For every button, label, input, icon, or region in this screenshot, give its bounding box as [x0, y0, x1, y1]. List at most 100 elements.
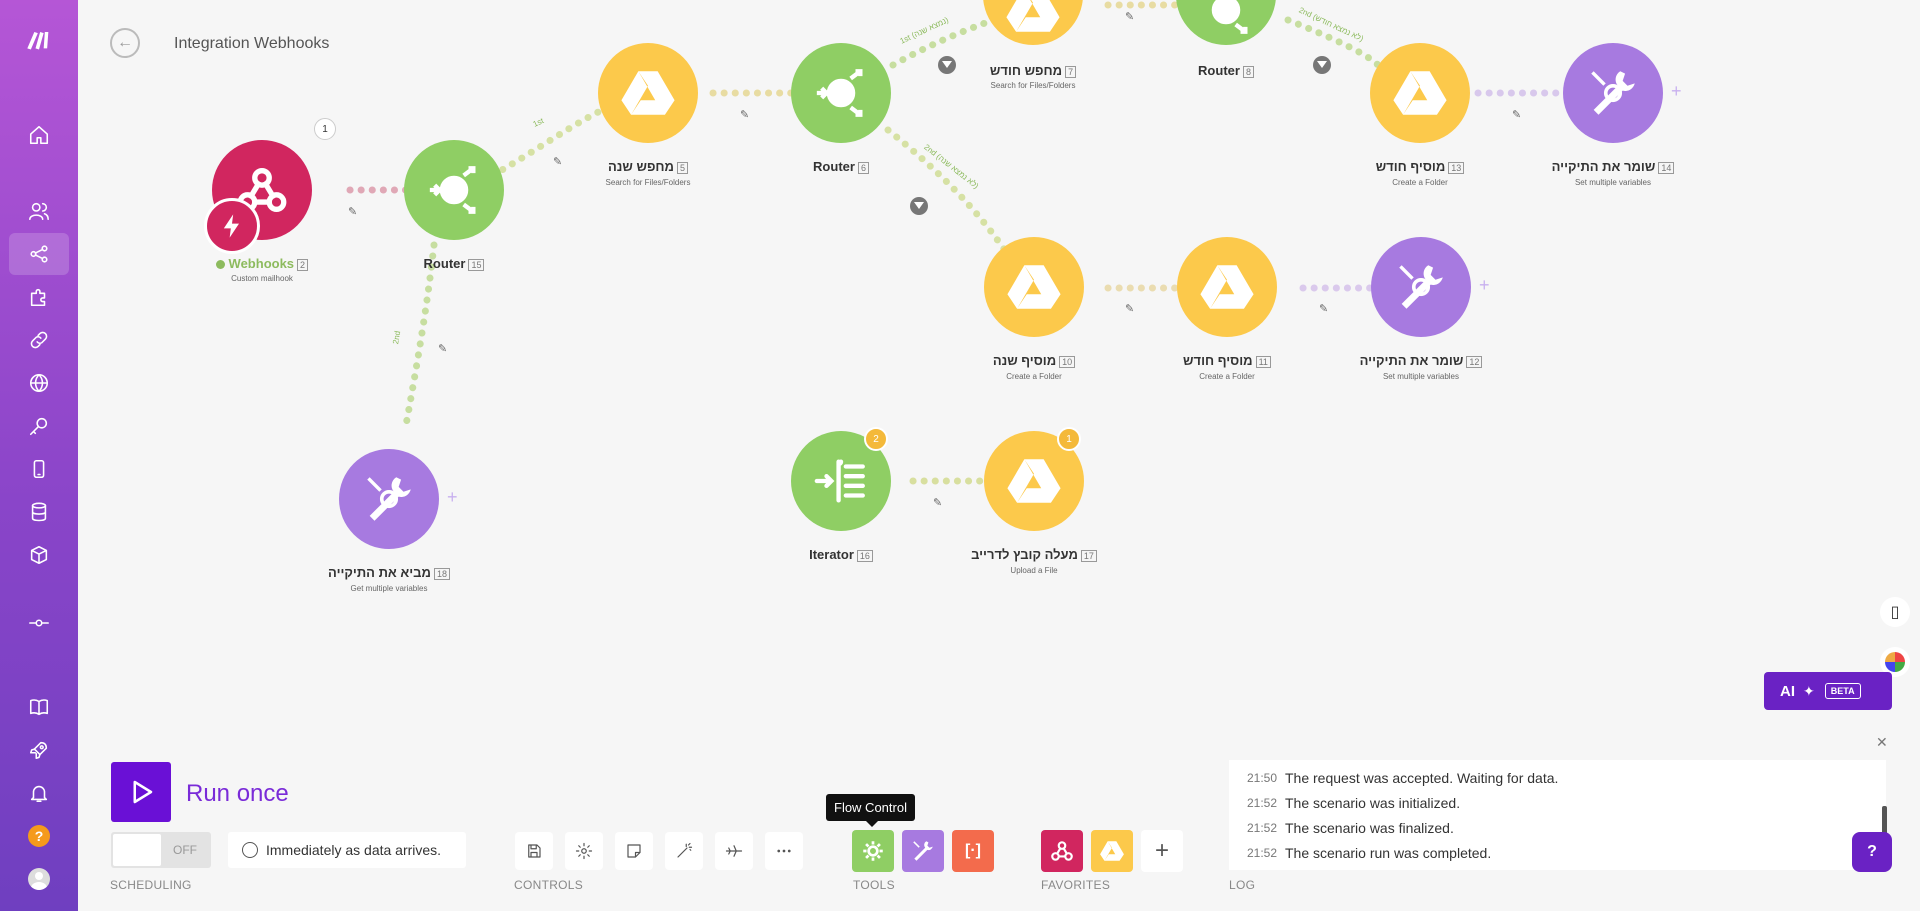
close-log-icon[interactable]: ✕	[1876, 734, 1888, 750]
auto-align-button[interactable]	[665, 832, 703, 870]
ai-label: AI	[1780, 682, 1795, 700]
share-icon[interactable]	[9, 233, 69, 275]
more-icon	[777, 849, 791, 853]
help-icon: ?	[1867, 843, 1877, 860]
book-icon[interactable]: ▯	[1880, 597, 1910, 627]
make-logo-icon[interactable]	[9, 18, 69, 60]
module-subtitle: Create a Folder	[1199, 372, 1255, 381]
database-icon[interactable]	[9, 491, 69, 533]
puzzle-icon[interactable]	[9, 276, 69, 318]
wrench-icon[interactable]: ✎	[348, 206, 358, 218]
tools-module[interactable]	[1563, 43, 1663, 143]
schedule-text: Immediately as data arrives.	[266, 842, 442, 858]
wrench-icon[interactable]: ✎	[553, 156, 563, 168]
google-drive-module[interactable]	[1370, 43, 1470, 143]
wrench-icon[interactable]: ✎	[1512, 109, 1522, 121]
tools-module[interactable]	[339, 449, 439, 549]
clock-icon	[242, 842, 258, 858]
favorite-webhooks-button[interactable]	[1041, 830, 1083, 872]
commit-icon[interactable]	[9, 602, 69, 644]
bell-icon[interactable]	[9, 772, 69, 814]
router-module[interactable]	[791, 43, 891, 143]
operations-badge: 2	[864, 427, 888, 451]
avatar-icon[interactable]	[9, 858, 69, 900]
more-button[interactable]	[765, 832, 803, 870]
rocket-icon[interactable]	[9, 729, 69, 771]
plus-icon: +	[1154, 837, 1169, 864]
module-subtitle: Custom mailhook	[231, 274, 293, 283]
scenario-settings-button[interactable]	[565, 832, 603, 870]
schedule-setting[interactable]: Immediately as data arrives.	[228, 832, 466, 868]
run-once-button[interactable]	[111, 762, 171, 822]
wrench-icon[interactable]: ✎	[933, 497, 943, 509]
flow-control-button[interactable]	[852, 830, 894, 872]
module-subtitle: Get multiple variables	[350, 584, 428, 593]
favorite-google-drive-button[interactable]	[1091, 830, 1133, 872]
router-module[interactable]	[404, 140, 504, 240]
gear-icon	[863, 841, 883, 861]
back-button[interactable]: ←	[110, 28, 140, 58]
add-module-icon[interactable]: +	[1479, 275, 1490, 295]
tools-icon	[913, 841, 933, 861]
google-drive-module[interactable]	[984, 237, 1084, 337]
add-module-icon[interactable]: +	[447, 487, 458, 507]
explain-flow-button[interactable]	[715, 832, 753, 870]
filter-icon[interactable]	[910, 197, 928, 215]
globe-icon[interactable]	[9, 362, 69, 404]
help-chat-button[interactable]: ?	[1852, 832, 1892, 872]
tools-module[interactable]	[1371, 237, 1471, 337]
toggle-knob	[113, 834, 161, 866]
instant-trigger-icon	[204, 198, 260, 254]
filter-icon[interactable]	[938, 56, 956, 74]
home-icon[interactable]	[9, 114, 69, 156]
add-favorite-button[interactable]: +	[1141, 830, 1183, 872]
notes-button[interactable]	[615, 832, 653, 870]
text-parser-button[interactable]: [·]	[952, 830, 994, 872]
wrench-icon[interactable]: ✎	[1125, 303, 1135, 315]
module-subtitle: Create a Folder	[1392, 178, 1448, 187]
module-subtitle: Set multiple variables	[1382, 372, 1460, 381]
module-subtitle: Create a Folder	[1006, 372, 1062, 381]
notes-icon	[627, 844, 641, 858]
webhooks-module[interactable]	[212, 140, 312, 240]
key-icon[interactable]	[9, 405, 69, 447]
google-drive-module[interactable]	[598, 43, 698, 143]
mobile-icon[interactable]	[9, 448, 69, 490]
wrench-icon[interactable]: ✎	[1319, 303, 1329, 315]
webhooks-icon	[1051, 841, 1073, 861]
filter-icon[interactable]	[1313, 56, 1331, 74]
link-icon[interactable]	[9, 319, 69, 361]
save-button[interactable]	[515, 832, 553, 870]
wrench-icon[interactable]: ✎	[740, 109, 750, 121]
ai-assistant-button[interactable]: AI ✦ BETA	[1764, 672, 1892, 710]
run-once-label[interactable]: Run once	[186, 780, 289, 807]
controls-section-label: CONTROLS	[514, 878, 584, 892]
tools-button[interactable]	[902, 830, 944, 872]
google-drive-module[interactable]	[983, 0, 1083, 45]
book-icon[interactable]	[9, 686, 69, 728]
operations-badge: 1	[1057, 427, 1081, 451]
question-icon[interactable]: ?	[9, 815, 69, 857]
users-icon[interactable]	[9, 190, 69, 232]
sparkle-icon: ✦	[1803, 682, 1815, 699]
add-module-icon[interactable]: +	[1671, 81, 1682, 101]
favorites-section-label: FAVORITES	[1041, 878, 1111, 892]
module-subtitle: Search for Files/Folders	[605, 178, 691, 187]
cube-icon[interactable]	[9, 534, 69, 576]
wrench-icon[interactable]: ✎	[438, 343, 448, 355]
save-icon	[528, 844, 541, 858]
google-drive-module[interactable]	[1177, 237, 1277, 337]
wrench-icon[interactable]: ✎	[1125, 11, 1135, 23]
scheduling-section-label: SCHEDULING	[110, 878, 192, 892]
scheduling-toggle[interactable]: OFF	[111, 832, 211, 868]
